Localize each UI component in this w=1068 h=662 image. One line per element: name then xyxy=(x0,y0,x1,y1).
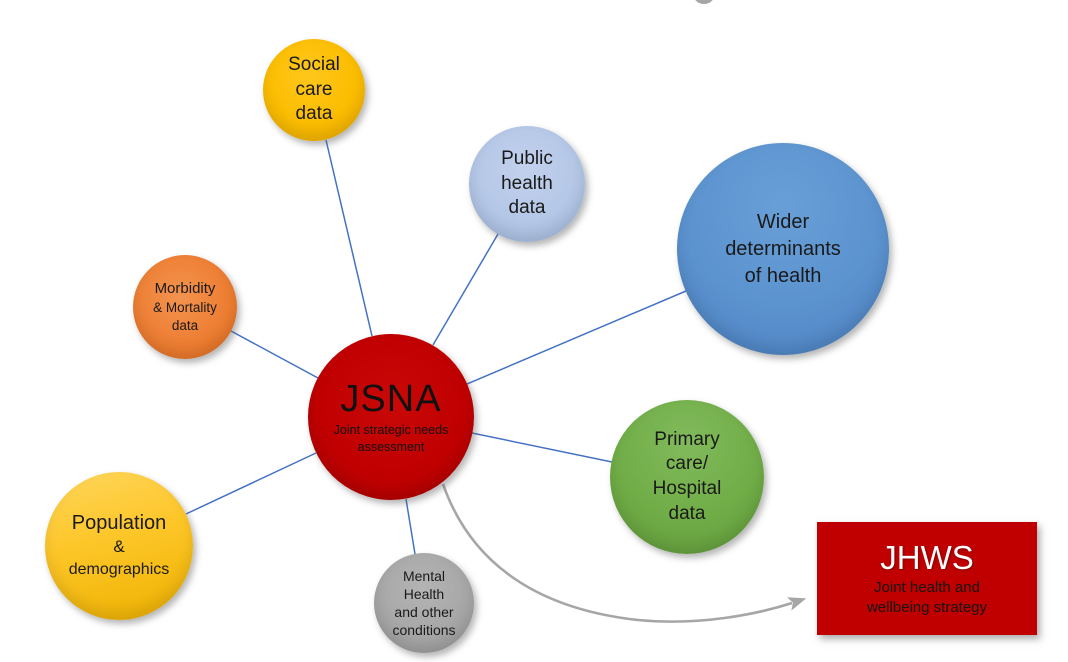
connector-wider-determinants-line xyxy=(466,290,687,385)
jsna-title: JSNA xyxy=(340,378,442,420)
connector-population-line xyxy=(185,452,317,515)
population-label-line3: demographics xyxy=(68,561,170,578)
connector-morbidity-line xyxy=(230,330,319,379)
node-jsna-center: JSNA Joint strategic needs assessment xyxy=(308,334,474,500)
connector-social-care-line xyxy=(325,139,373,337)
jhws-title: JHWS xyxy=(880,538,974,576)
primary-care-label: Primary care/ Hospital data xyxy=(652,428,722,524)
population-label-line1: Population xyxy=(71,512,167,534)
mental-health-label: Mental Health and other conditions xyxy=(392,568,456,638)
jhws-outcome-box: JHWS Joint health and wellbeing strategy xyxy=(817,522,1037,635)
node-wider-determinants: Wider determinants of health xyxy=(677,143,889,355)
morbidity-label-line1: Morbidity xyxy=(154,280,216,297)
node-social-care-data: Social care data xyxy=(263,39,365,141)
node-public-health-data: Public health data xyxy=(469,126,585,242)
connector-primary-care-line xyxy=(471,432,613,463)
connector-public-health-line xyxy=(432,233,499,346)
public-health-label: Public health data xyxy=(501,147,553,219)
wider-determinants-label: Wider determinants of health xyxy=(725,210,841,287)
jsna-to-jhws-arrow xyxy=(441,483,807,623)
morbidity-label-line2: & Mortality xyxy=(153,300,217,315)
social-care-label: Social care data xyxy=(288,53,340,125)
jsna-subtitle: Joint strategic needs assessment xyxy=(333,423,449,454)
node-morbidity-mortality-data: Morbidity & Mortality data xyxy=(133,255,237,359)
population-label-line2: & xyxy=(113,537,125,556)
jhws-subtitle: Joint health and wellbeing strategy xyxy=(866,578,988,616)
connector-mental-health-line xyxy=(405,498,416,555)
node-mental-health-conditions: Mental Health and other conditions xyxy=(374,553,474,653)
node-primary-care-hospital-data: Primary care/ Hospital data xyxy=(610,400,764,554)
morbidity-label-line3: data xyxy=(171,318,199,333)
node-population-demographics: Population & demographics xyxy=(45,472,193,620)
clipped-gray-shape-top xyxy=(695,0,713,4)
